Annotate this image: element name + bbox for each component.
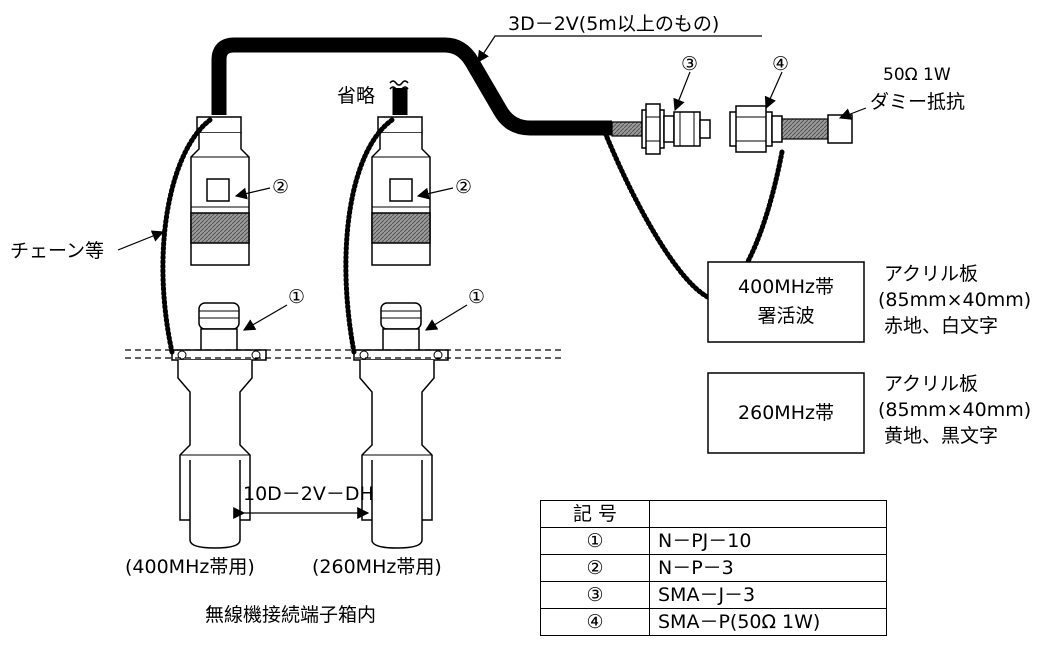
legend-symbol: ①	[540, 527, 650, 555]
plate-400-box	[707, 261, 865, 343]
callout-4: ④	[772, 53, 789, 75]
legend-symbol: ④	[540, 608, 650, 636]
callout-4-arrow	[764, 71, 783, 110]
legend-value: SMA－J－3	[649, 581, 887, 609]
callout-1-right: ①	[468, 286, 485, 308]
chain-label: チェーン等	[10, 240, 104, 262]
plate-260-desc-1: アクリル板	[884, 373, 978, 395]
table-row: ④ SMA－P(50Ω 1W)	[540, 608, 887, 636]
legend-table: 記 号 ① N－PJ－10 ② N－P－3 ③ SMA－J－3 ④ SMA－P(…	[540, 500, 887, 636]
cable-top-leader	[477, 35, 762, 64]
cable-between-label: 10D－2V－DH	[243, 483, 374, 505]
callout-1-right-arrow	[424, 304, 468, 331]
chain-right	[343, 117, 395, 355]
plate-260-box	[707, 372, 865, 454]
plate-400-desc-1: アクリル板	[884, 263, 978, 285]
omitted-label: 省略	[337, 85, 375, 107]
plate-400-desc-3: 赤地、白文字	[884, 315, 998, 337]
callout-1-left: ①	[288, 286, 305, 308]
dummy-leader	[838, 107, 867, 120]
cable-top-label: 3D－2V(5m以上のもの)	[508, 13, 719, 35]
cable-3d2v	[211, 37, 612, 136]
callout-3-arrow	[673, 71, 691, 112]
sma-j-3-connector	[611, 103, 711, 155]
dummy-label-line1: 50Ω 1W	[883, 65, 951, 85]
plate-400-line1: 400MHz帯	[738, 276, 834, 298]
callout-2-left: ②	[272, 176, 289, 198]
legend-value: SMA－P(50Ω 1W)	[649, 608, 887, 636]
legend-symbol: ③	[540, 581, 650, 609]
right-use-label: (260MHz帯用)	[312, 556, 442, 578]
callout-3: ③	[681, 53, 698, 75]
left-use-label: (400MHz帯用)	[125, 556, 255, 578]
legend-value: N－PJ－10	[649, 527, 887, 555]
legend-symbol: ②	[540, 554, 650, 582]
sma-p-dummy-load	[729, 105, 853, 153]
legend-header-blank	[649, 500, 887, 528]
plate-260-desc-2: (85mm×40mm)	[878, 399, 1031, 421]
plate-260-line1: 260MHz帯	[738, 402, 834, 424]
table-row: ③ SMA－J－3	[540, 581, 887, 609]
legend-value: N－P－3	[649, 554, 887, 582]
plate-260-desc-3: 黄地、黒文字	[884, 425, 998, 447]
chain-leader	[117, 230, 165, 251]
legend-header-row: 記 号	[540, 500, 887, 528]
table-row: ② N－P－3	[540, 554, 887, 582]
box-caption: 無線機接続端子箱内	[205, 604, 376, 626]
table-row: ① N－PJ－10	[540, 527, 887, 555]
callout-2-left-arrow	[234, 187, 271, 200]
plate-400-desc-2: (85mm×40mm)	[878, 289, 1031, 311]
callout-2-right: ②	[455, 176, 472, 198]
right-connector-unit	[353, 116, 449, 549]
chain-left	[160, 117, 213, 355]
left-connector-unit	[171, 116, 267, 549]
legend-header: 記 号	[540, 500, 650, 528]
plate-400-line2: 署活波	[757, 305, 814, 327]
callout-2-right-arrow	[416, 187, 454, 200]
callout-1-left-arrow	[242, 304, 288, 331]
dummy-label-line2: ダミー抵抗	[870, 91, 965, 113]
cable-break-mark	[389, 80, 409, 92]
